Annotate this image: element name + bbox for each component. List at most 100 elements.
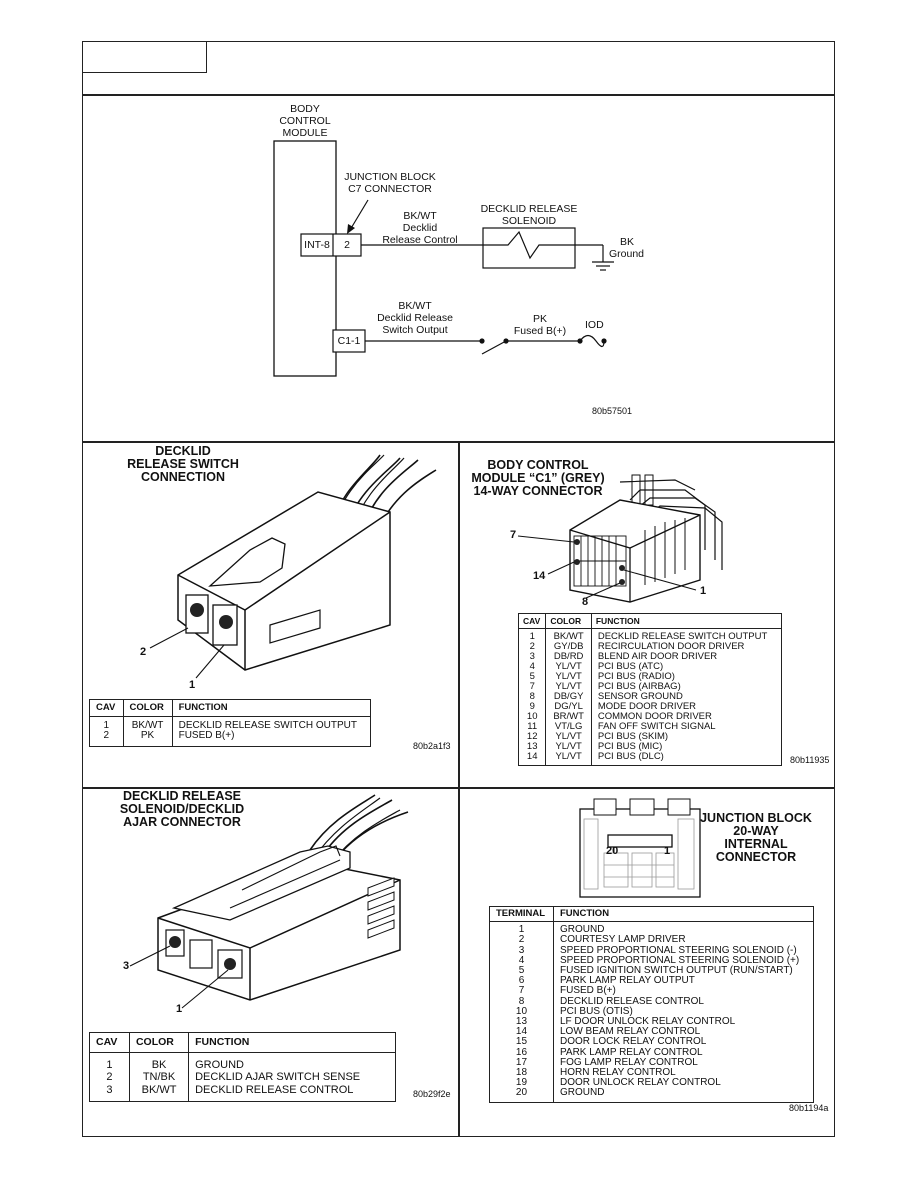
bcm-title-1: BODY CONTROL: [487, 458, 589, 472]
col-cav: CAV: [89, 1032, 130, 1053]
cell-function: COURTESY LAMP DRIVER: [559, 934, 686, 946]
table-row: 3 SPEED PROPORTIONAL STEERING SOLENOID (-…: [489, 944, 814, 956]
cell-function: PARK LAMP RELAY OUTPUT: [559, 975, 695, 987]
cell-function: PARK LAMP RELAY CONTROL: [559, 1046, 703, 1058]
bcm-connector-illustration: [517, 474, 723, 603]
cell-cav: 9: [518, 702, 547, 712]
jb-callout-20: 20: [606, 845, 619, 857]
cell-color: GY/DB: [545, 642, 592, 652]
ground-wire-name: Ground: [609, 248, 645, 260]
cell-color: YL/VT: [545, 732, 592, 742]
cell-cav: 11: [518, 722, 547, 732]
cell-cav: 3: [518, 652, 547, 662]
release-wire-name-1: Decklid: [402, 222, 438, 234]
switch-title-3: CONNECTION: [140, 470, 226, 484]
col-color: COLOR: [545, 613, 592, 629]
cell-terminal: 3: [489, 945, 554, 956]
solenoid-connector-illustration: [129, 794, 409, 1009]
cell-terminal: 14: [489, 1027, 554, 1038]
cell-color: DB/RD: [545, 652, 592, 662]
iod-label: IOD: [585, 319, 604, 331]
cell-function: DOOR LOCK RELAY CONTROL: [559, 1036, 707, 1048]
cell-function: LF DOOR UNLOCK RELAY CONTROL: [559, 1016, 736, 1028]
cell-cav: 12: [518, 732, 547, 742]
cell-terminal: 1: [489, 921, 554, 936]
solenoid-callout-1: 1: [176, 1003, 183, 1015]
switch-callout-2: 2: [140, 646, 147, 658]
cell-function: FUSED IGNITION SWITCH OUTPUT (RUN/START): [559, 965, 793, 977]
solenoid-label-2: SOLENOID: [501, 215, 557, 227]
switch-wire-name-2: Switch Output: [382, 324, 448, 336]
bcm-title-3: 14-WAY CONNECTOR: [473, 484, 603, 498]
bcm-title-2: MODULE “C1” (GREY): [471, 471, 605, 485]
cell-color: DG/YL: [545, 702, 592, 712]
col-terminal: TERMINAL: [489, 906, 554, 923]
switch-connector-illustration: [149, 454, 437, 679]
jb-pin-label: 2: [344, 239, 350, 251]
bcm-label-line-2: CONTROL: [279, 115, 331, 127]
cell-color: YL/VT: [545, 682, 592, 692]
switch-callout-1: 1: [189, 679, 196, 691]
cell-terminal: 19: [489, 1078, 554, 1089]
int-pin-label: INT-8: [304, 239, 330, 251]
cell-cav: 13: [518, 742, 547, 752]
cell-function: GROUND: [195, 1058, 244, 1071]
cell-function: COMMON DOOR DRIVER: [597, 711, 712, 722]
cell-color: BK: [129, 1052, 190, 1071]
cell-terminal: 7: [489, 986, 554, 997]
schematic-figure-code: 80b57501: [592, 406, 633, 416]
cell-terminal: 10: [489, 1006, 554, 1018]
switch-wire-name-1: Decklid Release: [377, 312, 453, 324]
column-divider: [458, 441, 460, 1137]
jb-connector-label-1: JUNCTION BLOCK: [344, 171, 436, 183]
cell-function: BLEND AIR DOOR DRIVER: [597, 651, 718, 662]
cell-function: SPEED PROPORTIONAL STEERING SOLENOID (-): [559, 944, 797, 956]
switch-figure-code: 80b2a1f3: [413, 741, 451, 751]
cell-terminal: 2: [489, 935, 554, 946]
solenoid-title-1: DECKLID RELEASE: [122, 789, 242, 803]
cell-color: BK/WT: [123, 716, 173, 731]
jb-title-3: INTERNAL: [724, 837, 788, 851]
table-row: 13 LF DOOR UNLOCK RELAY CONTROL: [489, 1016, 814, 1028]
solenoid-label-1: DECKLID RELEASE: [480, 203, 578, 215]
cell-function: PCI BUS (ATC): [597, 661, 664, 672]
cell-color: YL/VT: [545, 752, 592, 766]
table-header-row: CAV COLOR FUNCTION: [89, 1032, 396, 1053]
cell-terminal: 13: [489, 1016, 554, 1028]
solenoid-figure-code: 80b29f2e: [413, 1089, 451, 1099]
solenoid-title-2: SOLENOID/DECKLID: [119, 802, 245, 816]
bcm-callout-7: 7: [510, 529, 517, 541]
release-wire-color: BK/WT: [403, 210, 437, 222]
jb-title-4: CONNECTOR: [715, 850, 797, 864]
cell-function: FUSED B(+): [178, 730, 235, 741]
switch-title-1: DECKLID: [155, 444, 211, 458]
jb-connector-label-2: C7 CONNECTOR: [348, 183, 432, 195]
bcm-label-line-3: MODULE: [282, 127, 328, 139]
solenoid-pinout-table: CAV COLOR FUNCTION 1 BK GROUND 2 TN/BK D…: [89, 1032, 396, 1102]
cell-color: YL/VT: [545, 662, 592, 672]
cell-terminal: 4: [489, 955, 554, 967]
cell-function: PCI BUS (AIRBAG): [597, 681, 681, 692]
cell-function: DECKLID RELEASE CONTROL: [195, 1083, 354, 1096]
cell-function: PCI BUS (MIC): [597, 741, 663, 752]
cell-cav: 1: [89, 1052, 130, 1071]
cell-cav: 3: [89, 1083, 130, 1102]
cell-terminal: 17: [489, 1057, 554, 1069]
ground-wire-color: BK: [620, 236, 635, 248]
table-row: 2 TN/BK DECKLID AJAR SWITCH SENSE: [89, 1071, 396, 1084]
jb-title-1: JUNCTION BLOCK: [700, 811, 812, 825]
